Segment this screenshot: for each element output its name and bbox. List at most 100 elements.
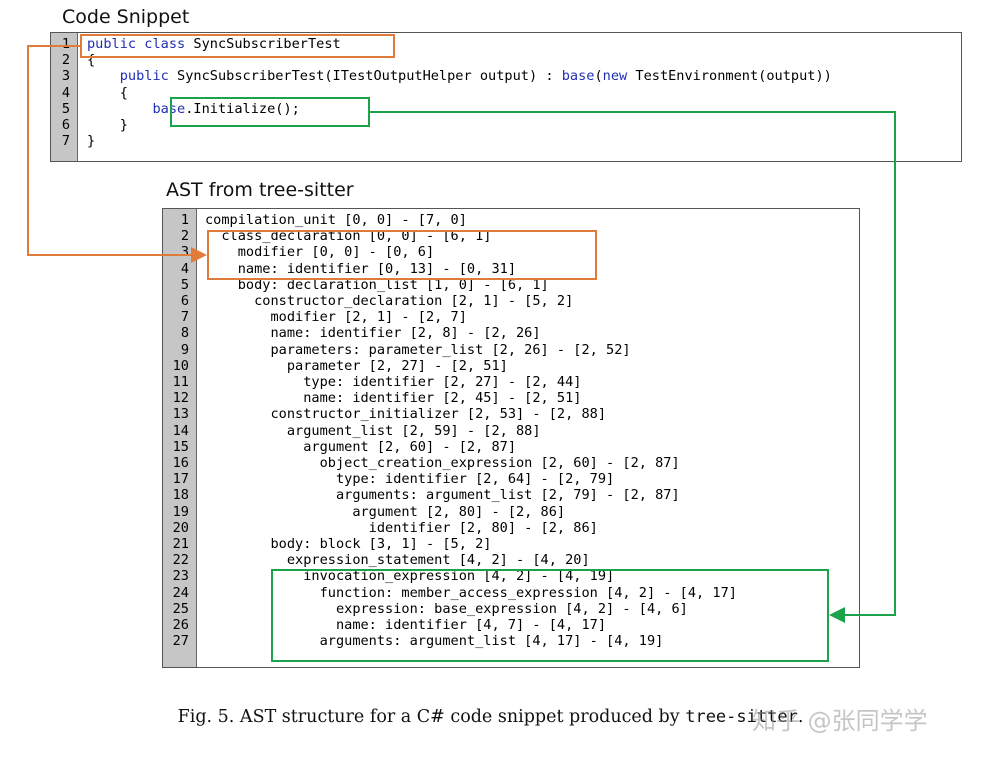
ast-node-text: name: identifier [2, 8] - [2, 26] — [205, 325, 541, 342]
code-snippet-title: Code Snippet — [62, 6, 190, 28]
ast-line: 24 function: member_access_expression [4… — [163, 585, 859, 601]
ast-node-text: invocation_expression [4, 2] - [4, 19] — [205, 568, 615, 585]
ast-node-text: function: member_access_expression [4, 2… — [205, 584, 737, 601]
ast-line: 6 constructor_declaration [2, 1] - [5, 2… — [163, 293, 859, 309]
ast-line: 2 class_declaration [0, 0] - [6, 1] — [163, 228, 859, 244]
line-number: 26 — [172, 617, 189, 633]
ast-title: AST from tree-sitter — [166, 179, 354, 201]
ast-line: 10 parameter [2, 27] - [2, 51] — [163, 358, 859, 374]
ast-node-text: name: identifier [4, 7] - [4, 17] — [205, 617, 607, 633]
line-number: 11 — [172, 374, 189, 390]
ast-line: 7 modifier [2, 1] - [2, 7] — [163, 309, 859, 325]
code-token: ( — [594, 68, 603, 85]
code-token: } — [87, 133, 96, 150]
line-number: 24 — [172, 584, 189, 601]
ast-line: 18 arguments: argument_list [2, 79] - [2… — [163, 487, 859, 503]
line-number: 27 — [172, 633, 189, 650]
ast-line: 17 type: identifier [2, 64] - [2, 79] — [163, 471, 859, 487]
line-number: 5 — [180, 276, 189, 293]
code-line: 7} — [51, 133, 961, 149]
code-line: 2{ — [51, 52, 961, 68]
code-line: 5 base.Initialize(); — [51, 101, 961, 117]
ast-line: 26 name: identifier [4, 7] - [4, 17] — [163, 617, 859, 633]
code-token: { — [87, 52, 96, 69]
ast-node-text: arguments: argument_list [4, 17] - [4, 1… — [205, 633, 664, 650]
line-number: 23 — [172, 568, 189, 585]
line-number: 5 — [61, 100, 70, 117]
code-text: { — [87, 85, 128, 101]
line-number-gutter — [163, 209, 197, 667]
ast-node-text: modifier [2, 1] - [2, 7] — [205, 309, 467, 326]
ast-node-text: name: identifier [2, 45] - [2, 51] — [205, 390, 582, 407]
ast-line: 3 modifier [0, 0] - [0, 6] — [163, 244, 859, 260]
ast-line: 15 argument [2, 60] - [2, 87] — [163, 439, 859, 455]
ast-line: 13 constructor_initializer [2, 53] - [2,… — [163, 406, 859, 422]
ast-node-text: argument [2, 60] - [2, 87] — [205, 438, 516, 455]
line-number: 6 — [61, 117, 70, 133]
ast-node-text: object_creation_expression [2, 60] - [2,… — [205, 455, 680, 471]
line-number: 14 — [172, 422, 189, 439]
class-declaration-highlight-code — [80, 34, 395, 58]
code-text: { — [87, 52, 95, 68]
code-token: .Initialize(); — [185, 100, 300, 117]
code-text: base.Initialize(); — [87, 100, 300, 117]
code-token: SyncSubscriberTest(ITestOutputHelper out… — [168, 68, 562, 85]
orange-connector — [27, 45, 207, 263]
ast-line: 25 expression: base_expression [4, 2] - … — [163, 601, 859, 617]
ast-line: 16 object_creation_expression [2, 60] - … — [163, 455, 859, 471]
ast-node-text: expression_statement [4, 2] - [4, 20] — [205, 552, 590, 569]
green-connector — [370, 111, 896, 623]
keyword: base — [561, 68, 595, 85]
ast-node-text: body: block [3, 1] - [5, 2] — [205, 536, 492, 552]
ast-line: 14 argument_list [2, 59] - [2, 88] — [163, 423, 859, 439]
line-number: 25 — [172, 600, 189, 617]
code-text: public SyncSubscriberTest(ITestOutputHel… — [87, 68, 832, 84]
line-number: 17 — [172, 471, 189, 488]
ast-line: 21 body: block [3, 1] - [5, 2] — [163, 536, 859, 552]
ast-line: 22 expression_statement [4, 2] - [4, 20] — [163, 552, 859, 568]
ast-node-text: arguments: argument_list [2, 79] - [2, 8… — [205, 487, 680, 504]
ast-node-text: name: identifier [0, 13] - [0, 31] — [205, 260, 516, 277]
code-token: { — [87, 84, 128, 101]
caption-tool-name: tree-sitter — [685, 707, 798, 727]
ast-node-text: expression: base_expression [4, 2] - [4,… — [205, 600, 688, 617]
line-number: 22 — [172, 552, 189, 569]
figure-caption: Fig. 5. AST structure for a C# code snip… — [0, 707, 981, 727]
caption-end: . — [797, 707, 804, 727]
ast-line: 20 identifier [2, 80] - [2, 86] — [163, 520, 859, 536]
code-text: } — [87, 117, 128, 133]
code-line: 6 } — [51, 117, 961, 133]
line-number: 4 — [61, 84, 70, 101]
ast-node-text: type: identifier [2, 64] - [2, 79] — [205, 471, 615, 488]
ast-line: 27 arguments: argument_list [4, 17] - [4… — [163, 633, 859, 649]
ast-node-text: identifier [2, 80] - [2, 86] — [205, 519, 598, 536]
line-number: 6 — [180, 293, 189, 309]
code-text: public class SyncSubscriberTest — [87, 36, 341, 52]
ast-line: 4 name: identifier [0, 13] - [0, 31] — [163, 261, 859, 277]
ast-node-text: class_declaration [0, 0] - [6, 1] — [205, 228, 492, 245]
ast-node-text: parameters: parameter_list [2, 26] - [2,… — [205, 341, 631, 358]
ast-node-text: constructor_declaration [2, 1] - [5, 2] — [205, 293, 574, 309]
line-number-gutter — [51, 33, 78, 161]
ast-node-text: constructor_initializer [2, 53] - [2, 88… — [205, 406, 607, 423]
keyword: new — [602, 68, 628, 85]
initialize-call-highlight-code — [170, 97, 370, 127]
code-token: SyncSubscriberTest — [185, 36, 341, 52]
ast-node-text: argument [2, 80] - [2, 86] — [205, 503, 566, 520]
line-number: 2 — [61, 52, 70, 69]
ast-line: 19 argument [2, 80] - [2, 86] — [163, 504, 859, 520]
ast-line: 5 body: declaration_list [1, 0] - [6, 1] — [163, 277, 859, 293]
ast-line: 9 parameters: parameter_list [2, 26] - [… — [163, 342, 859, 358]
line-number: 1 — [180, 212, 189, 228]
ast-node-text: modifier [0, 0] - [0, 6] — [205, 244, 435, 261]
keyword: public class — [87, 36, 186, 52]
line-number: 19 — [172, 503, 189, 520]
line-number: 20 — [172, 519, 189, 536]
line-number: 3 — [61, 68, 70, 85]
ast-line: 8 name: identifier [2, 8] - [2, 26] — [163, 325, 859, 341]
caption-text: Fig. 5. AST structure for a C# code snip… — [177, 707, 686, 727]
line-number: 2 — [180, 228, 189, 245]
